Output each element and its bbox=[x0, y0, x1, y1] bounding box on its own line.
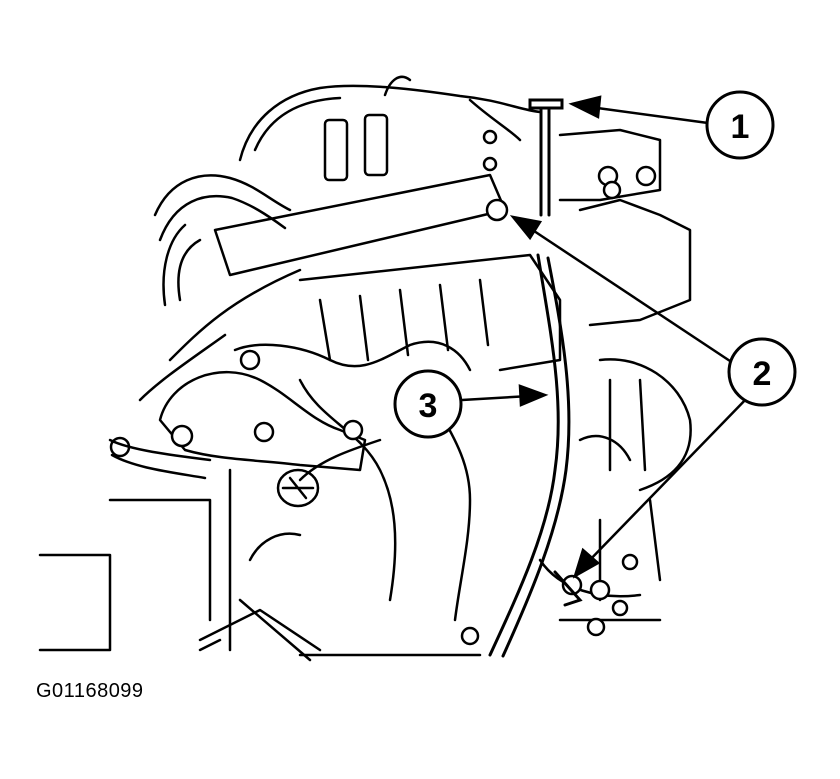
callout-3-label: 3 bbox=[419, 387, 438, 425]
bolt bbox=[621, 553, 639, 571]
bolt bbox=[561, 574, 583, 596]
dipstick-tube bbox=[488, 98, 583, 658]
bolt bbox=[482, 156, 498, 172]
bolt bbox=[602, 180, 622, 200]
engine-drawing bbox=[38, 75, 692, 662]
bolt bbox=[342, 419, 364, 441]
bolt bbox=[485, 198, 509, 222]
callout-2: 2 bbox=[727, 337, 797, 407]
callout-1: 1 bbox=[705, 90, 775, 160]
leader-lines bbox=[461, 95, 751, 579]
figure-caption: G01168099 bbox=[36, 680, 144, 702]
callout-2-label: 2 bbox=[753, 355, 772, 393]
bolt bbox=[589, 579, 611, 601]
bolt bbox=[460, 626, 480, 646]
callout-1-label: 1 bbox=[731, 108, 750, 146]
callout-3: 3 bbox=[393, 369, 463, 439]
bolt bbox=[253, 421, 275, 443]
bolt bbox=[635, 165, 657, 187]
bolts bbox=[170, 129, 657, 646]
bolt bbox=[239, 349, 261, 371]
bolt bbox=[586, 617, 606, 637]
bolt bbox=[482, 129, 498, 145]
bolt bbox=[170, 424, 194, 448]
